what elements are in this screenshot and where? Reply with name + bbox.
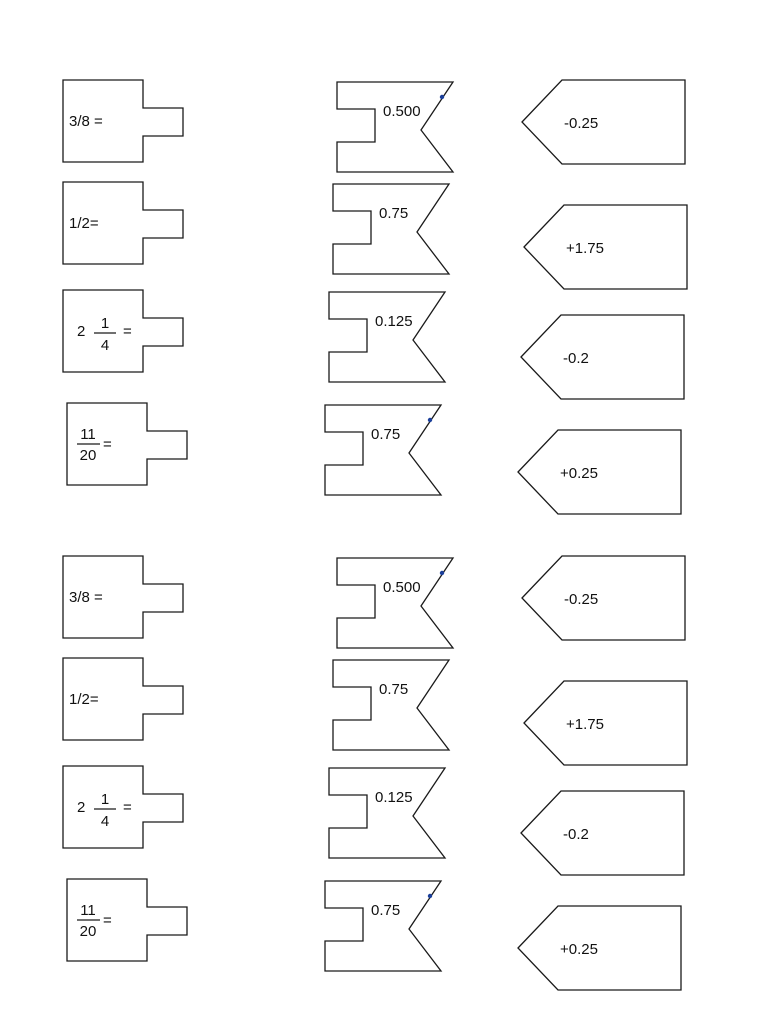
decimal-value: 0.75	[379, 205, 408, 222]
question-equals: =	[123, 799, 132, 816]
answer-value: -0.25	[564, 115, 598, 132]
answer-piece[interactable]: -0.25	[521, 555, 686, 641]
question-piece-outline	[62, 765, 184, 849]
question-numerator: 11	[80, 426, 96, 443]
decimal-piece-outline	[332, 659, 451, 751]
question-piece[interactable]: 11 20 =	[66, 878, 188, 962]
question-piece[interactable]: 11 20 =	[66, 402, 188, 486]
answer-value: +1.75	[566, 716, 604, 733]
decimal-piece-outline	[324, 880, 443, 972]
question-equals: =	[123, 323, 132, 340]
question-text: 1/2=	[69, 215, 99, 232]
decimal-piece[interactable]: 0.75	[332, 659, 451, 751]
decimal-value: 0.75	[371, 426, 400, 443]
answer-value: +0.25	[560, 465, 598, 482]
question-whole-number: 2	[77, 799, 85, 816]
decimal-piece-outline	[328, 291, 447, 383]
question-piece-outline	[66, 878, 188, 962]
question-denominator: 4	[101, 337, 109, 354]
answer-piece[interactable]: +0.25	[517, 905, 682, 991]
ink-dot	[439, 570, 445, 576]
answer-value: -0.25	[564, 591, 598, 608]
answer-piece[interactable]: +1.75	[523, 204, 688, 290]
question-piece-outline	[62, 181, 184, 265]
answer-piece[interactable]: -0.2	[520, 314, 685, 400]
decimal-value: 0.125	[375, 313, 413, 330]
ink-dot	[439, 94, 445, 100]
decimal-value: 0.75	[379, 681, 408, 698]
decimal-value: 0.500	[383, 579, 421, 596]
question-piece[interactable]: 3/8 =	[62, 79, 184, 163]
question-equals: =	[103, 912, 112, 929]
answer-value: -0.2	[563, 826, 589, 843]
decimal-piece-outline	[332, 183, 451, 275]
decimal-piece[interactable]: 0.75	[332, 183, 451, 275]
decimal-value: 0.75	[371, 902, 400, 919]
answer-piece-outline	[523, 680, 688, 766]
question-text: 1/2=	[69, 691, 99, 708]
question-numerator: 1	[101, 791, 109, 808]
answer-value: +0.25	[560, 941, 598, 958]
decimal-value: 0.500	[383, 103, 421, 120]
question-text: 3/8 =	[69, 113, 103, 130]
decimal-piece[interactable]: 0.75	[324, 404, 443, 496]
decimal-value: 0.125	[375, 789, 413, 806]
ink-dot	[427, 893, 433, 899]
question-piece-outline	[62, 79, 184, 163]
answer-piece-outline	[520, 314, 685, 400]
answer-piece[interactable]: -0.2	[520, 790, 685, 876]
decimal-piece-outline	[328, 767, 447, 859]
answer-value: +1.75	[566, 240, 604, 257]
answer-piece-outline	[521, 79, 686, 165]
question-piece-outline	[62, 289, 184, 373]
decimal-piece-outline	[324, 404, 443, 496]
answer-piece[interactable]: +0.25	[517, 429, 682, 515]
question-denominator: 20	[80, 447, 97, 464]
decimal-piece[interactable]: 0.500	[336, 557, 455, 649]
answer-piece-outline	[517, 429, 682, 515]
decimal-piece[interactable]: 0.125	[328, 767, 447, 859]
question-denominator: 20	[80, 923, 97, 940]
question-piece[interactable]: 3/8 =	[62, 555, 184, 639]
ink-dot	[427, 417, 433, 423]
decimal-piece[interactable]: 0.75	[324, 880, 443, 972]
answer-piece[interactable]: +1.75	[523, 680, 688, 766]
answer-piece-outline	[517, 905, 682, 991]
question-text: 3/8 =	[69, 589, 103, 606]
question-piece[interactable]: 1/2=	[62, 181, 184, 265]
question-piece-outline	[62, 555, 184, 639]
answer-piece-outline	[520, 790, 685, 876]
question-piece-outline	[62, 657, 184, 741]
answer-piece[interactable]: -0.25	[521, 79, 686, 165]
question-equals: =	[103, 436, 112, 453]
question-numerator: 11	[80, 902, 96, 919]
decimal-piece-outline	[336, 557, 455, 649]
question-piece[interactable]: 1/2=	[62, 657, 184, 741]
question-denominator: 4	[101, 813, 109, 830]
answer-value: -0.2	[563, 350, 589, 367]
decimal-piece[interactable]: 0.500	[336, 81, 455, 173]
question-piece-outline	[66, 402, 188, 486]
answer-piece-outline	[521, 555, 686, 641]
question-numerator: 1	[101, 315, 109, 332]
decimal-piece-outline	[336, 81, 455, 173]
decimal-piece[interactable]: 0.125	[328, 291, 447, 383]
answer-piece-outline	[523, 204, 688, 290]
question-whole-number: 2	[77, 323, 85, 340]
